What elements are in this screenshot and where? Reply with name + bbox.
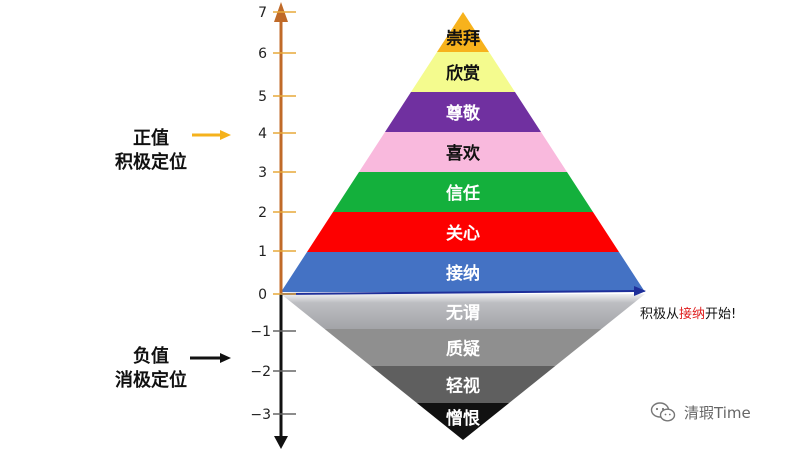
pyramid-level-label: 关心 bbox=[446, 223, 480, 244]
pyramid-level-label: 轻视 bbox=[446, 376, 480, 397]
axis-tick-label: 7 bbox=[258, 5, 267, 21]
positive-label-line1: 正值 bbox=[133, 128, 169, 149]
pyramid-level bbox=[437, 12, 489, 52]
axis-tick-label: 3 bbox=[258, 165, 267, 181]
pyramid-level-label: 欣赏 bbox=[446, 63, 480, 84]
axis-tick-label: 0 bbox=[258, 287, 267, 303]
pyramid-level-label: 无谓 bbox=[445, 304, 480, 324]
pyramid-level-label: 崇拜 bbox=[446, 28, 480, 49]
watermark: 清瑕Time bbox=[650, 401, 751, 423]
positive-pointer-arrowhead bbox=[220, 130, 231, 140]
axis-tick-label: −2 bbox=[250, 364, 271, 380]
pyramid-level bbox=[411, 52, 515, 92]
axis-tick-label: 2 bbox=[258, 205, 267, 221]
pyramid-level bbox=[416, 403, 510, 440]
negative-label-line2: 消极定位 bbox=[115, 370, 187, 391]
pyramid-level bbox=[281, 294, 645, 329]
zero-baseline-arrowhead bbox=[634, 286, 646, 296]
positive-label: 正值 积极定位 bbox=[96, 127, 206, 175]
axis-tick-label: 1 bbox=[258, 244, 267, 260]
pyramid-level-label: 接纳 bbox=[446, 263, 480, 284]
negative-label-line1: 负值 bbox=[133, 346, 169, 367]
wechat-icon bbox=[650, 402, 676, 422]
pyramid-level-label: 信任 bbox=[446, 183, 480, 204]
side-arrows bbox=[190, 130, 231, 363]
acceptance-note: 积极从接纳开始! bbox=[640, 303, 736, 322]
zero-baseline bbox=[280, 290, 641, 295]
negative-axis-arrowhead bbox=[274, 436, 288, 449]
note-highlight: 接纳 bbox=[679, 307, 706, 322]
pyramid-level bbox=[359, 132, 567, 172]
value-axis: 7 6 5 4 3 2 1 0 −1 −2 −3 bbox=[250, 2, 646, 449]
pyramid-level-label: 憎恨 bbox=[446, 408, 480, 429]
axis-tick-label: −3 bbox=[250, 407, 271, 423]
axis-tick-label: 4 bbox=[258, 126, 267, 142]
positive-label-line2: 积极定位 bbox=[115, 152, 187, 173]
note-prefix: 积极从 bbox=[640, 307, 680, 322]
watermark-text: 清瑕Time bbox=[684, 403, 751, 422]
negative-pointer-arrowhead bbox=[220, 353, 231, 363]
pyramid-level bbox=[370, 366, 556, 403]
pyramid-level bbox=[385, 92, 541, 132]
pyramid-level bbox=[324, 329, 602, 366]
pyramid-level bbox=[307, 212, 619, 252]
pyramid-level bbox=[333, 172, 593, 212]
pyramid-level-label: 尊敬 bbox=[446, 103, 481, 124]
axis-tick-label: 6 bbox=[258, 46, 267, 62]
axis-tick-label: −1 bbox=[250, 324, 271, 340]
negative-label: 负值 消极定位 bbox=[96, 345, 206, 393]
note-suffix: 开始! bbox=[705, 307, 737, 322]
axis-tick-label: 5 bbox=[258, 89, 267, 105]
pyramid-level-label: 质疑 bbox=[446, 340, 480, 360]
pyramid-level bbox=[281, 252, 645, 292]
pyramid-level-label: 喜欢 bbox=[446, 143, 481, 164]
